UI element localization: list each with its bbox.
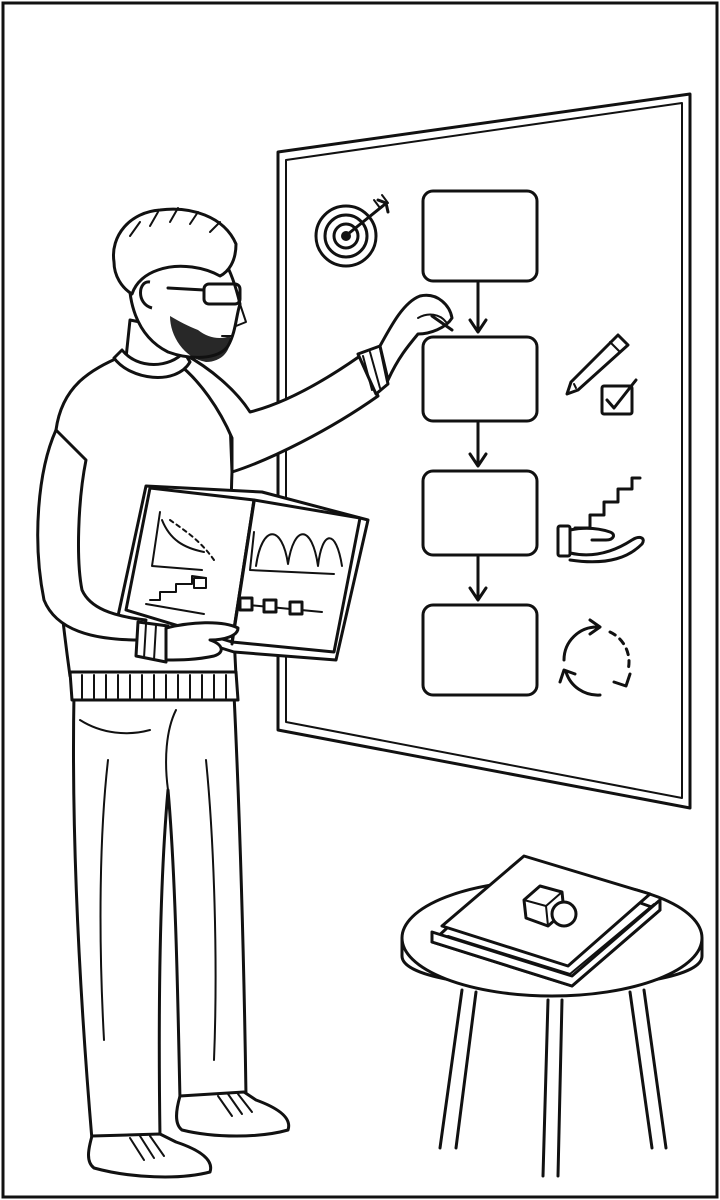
process-blocks-icon	[237, 596, 323, 616]
pencil-checkbox-icon	[565, 333, 638, 416]
head	[112, 207, 247, 362]
holding-arm	[36, 428, 240, 664]
wave-chart-icon	[249, 531, 343, 575]
raised-arm	[174, 293, 454, 474]
flow-box-1	[421, 189, 539, 283]
flow-box-3	[421, 469, 539, 557]
step-chart-icon	[145, 575, 207, 615]
flow-box-4	[421, 603, 539, 697]
shoes	[87, 1090, 291, 1179]
glasses	[202, 282, 242, 306]
shapes-icon	[522, 884, 578, 928]
collar	[112, 348, 192, 379]
whiteboard	[276, 92, 692, 810]
jeans	[72, 692, 248, 1142]
cycle-arrows-icon	[558, 618, 632, 697]
decay-curve-chart-icon	[151, 511, 215, 571]
target-icon	[314, 194, 390, 268]
open-book	[116, 484, 370, 662]
person	[36, 207, 454, 1179]
closed-book	[430, 854, 662, 988]
flow-arrows	[468, 281, 488, 602]
sweater-hem	[68, 670, 240, 702]
flow-box-2	[421, 335, 539, 423]
hand-staircase-icon	[556, 476, 645, 564]
